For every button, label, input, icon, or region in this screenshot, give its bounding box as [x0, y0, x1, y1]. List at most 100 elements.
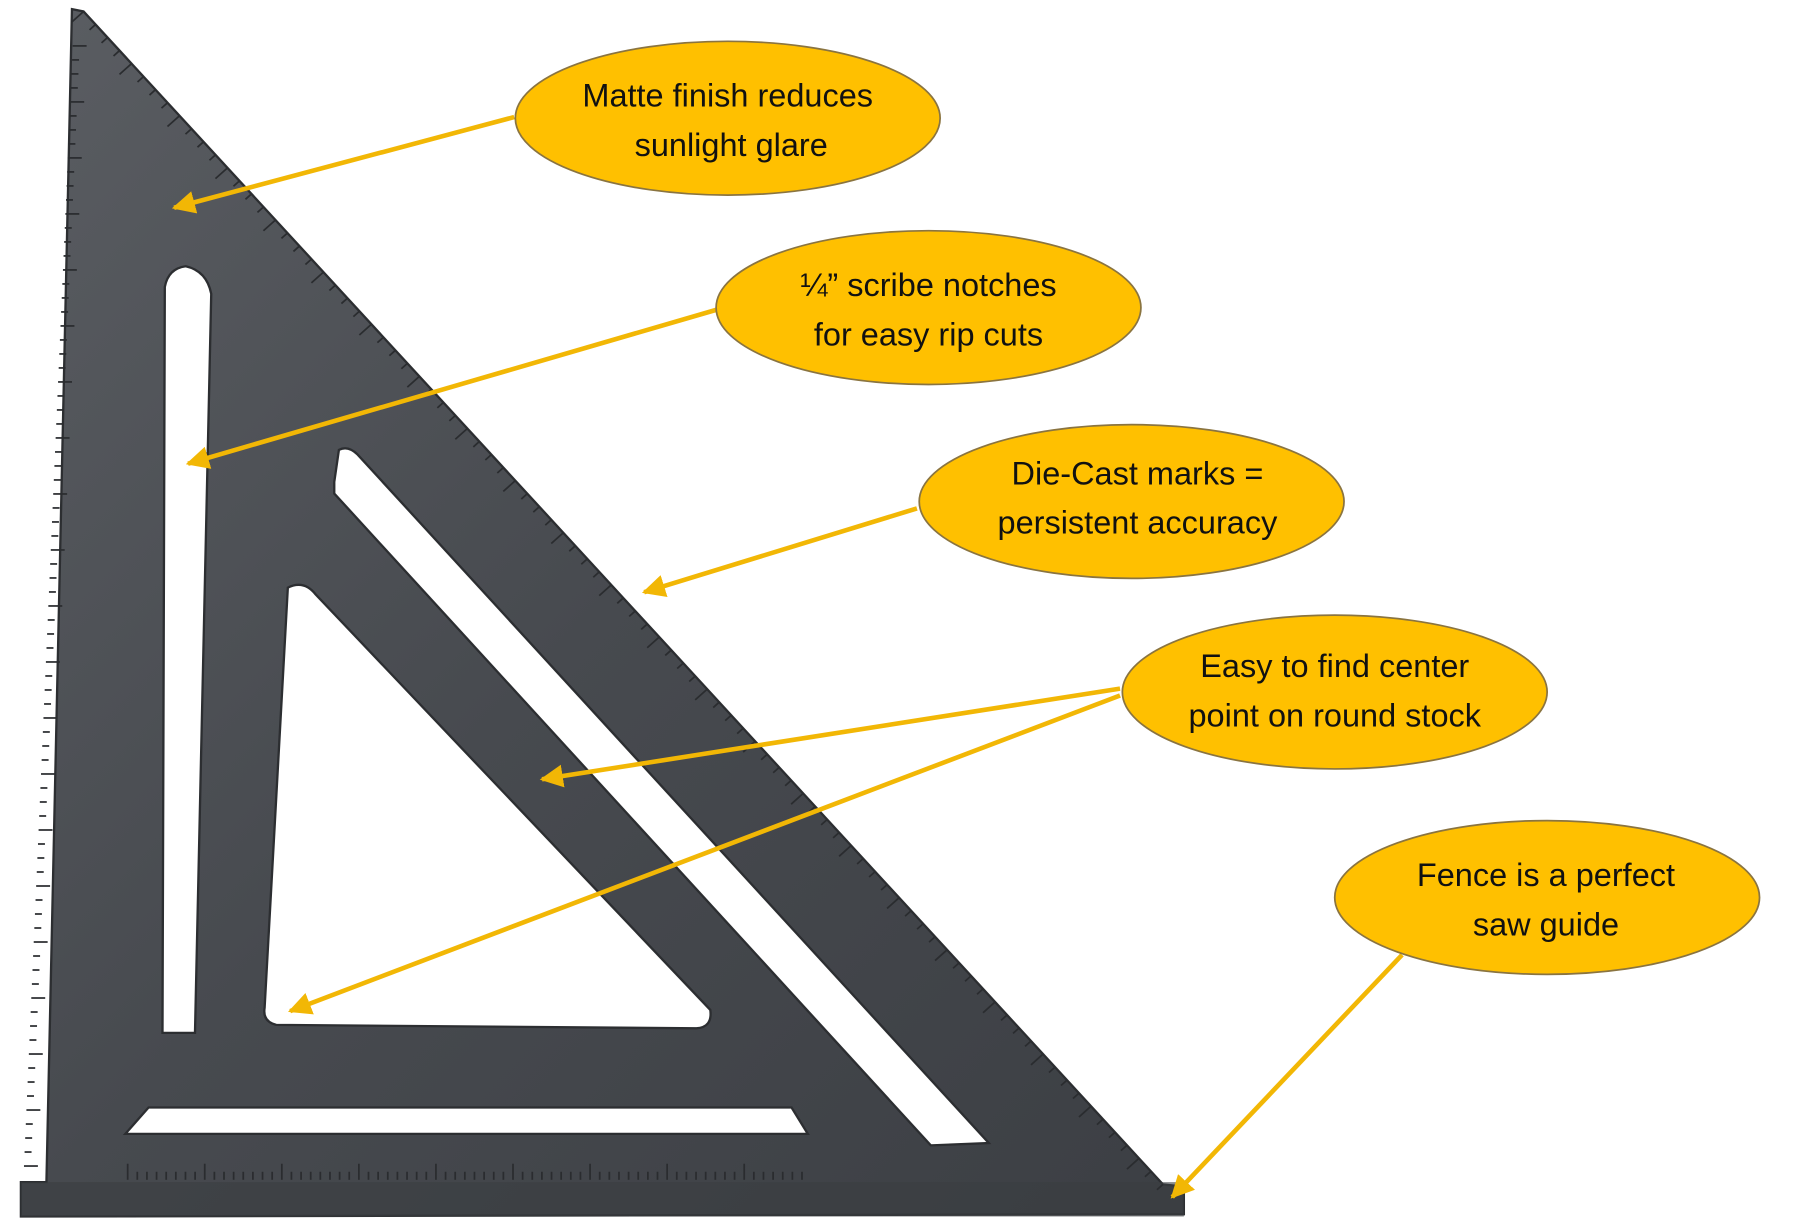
- ruler-tick: [292, 245, 301, 253]
- ruler-tick: [400, 362, 408, 370]
- ruler-tick: [376, 336, 384, 344]
- callout-text: saw guide: [1473, 907, 1619, 943]
- ruler-tick: [646, 636, 660, 649]
- ruler-tick: [964, 975, 972, 982]
- ruler-tick: [640, 623, 648, 631]
- arrow-scribe-notches: [185, 307, 717, 469]
- ruler-tick: [472, 440, 480, 448]
- ruler-tick: [934, 949, 948, 962]
- ruler-tick: [928, 936, 936, 943]
- ruler-tick: [208, 154, 217, 161]
- ruler-tick: [70, 10, 85, 23]
- ruler-tick: [112, 49, 121, 57]
- ruler-tick: [952, 962, 960, 969]
- square-body: [19, 7, 1186, 1218]
- ruler-tick: [1156, 1183, 1164, 1191]
- ruler-tick: [454, 427, 468, 440]
- callout-text: for easy rip cuts: [814, 317, 1043, 353]
- callout-scribe-notches: ¼” scribe notches for easy rip cuts: [715, 229, 1142, 386]
- ruler-tick: [160, 102, 169, 109]
- ruler-tick: [1144, 1170, 1152, 1178]
- fence-lip: [20, 1182, 1184, 1217]
- ruler-tick: [628, 610, 636, 617]
- ruler-tick: [262, 219, 277, 232]
- ruler-tick: [88, 23, 97, 31]
- ruler-tick: [148, 89, 157, 96]
- ruler-tick: [310, 271, 325, 284]
- ruler-tick: [1024, 1040, 1032, 1048]
- ruler-tick: [436, 401, 444, 409]
- ruler-tick: [484, 453, 492, 461]
- callout-arrows: [171, 114, 1404, 1199]
- ruler-tick: [244, 193, 253, 200]
- ruler-tick: [832, 831, 840, 839]
- ruler-tick: [520, 493, 528, 500]
- ruler-tick: [694, 688, 708, 701]
- callout-fence: Fence is a perfect saw guide: [1333, 819, 1761, 976]
- ruler-tick: [616, 597, 624, 604]
- ruler-tick: [880, 884, 888, 891]
- ruler-tick: [1012, 1027, 1020, 1035]
- ruler-tick: [568, 545, 576, 552]
- ruler-tick: [976, 988, 984, 995]
- callout-center-point: Easy to find center point on round stock: [1121, 614, 1549, 770]
- ruler-tick: [280, 232, 289, 240]
- ruler-tick: [184, 128, 193, 135]
- callout-text: Matte finish reduces: [582, 78, 873, 114]
- ruler-ticks: [23, 10, 1164, 1191]
- ruler-tick: [838, 844, 852, 857]
- ruler-tick: [664, 649, 672, 657]
- arrow-fence: [1170, 953, 1404, 1199]
- ruler-tick: [772, 766, 780, 774]
- ruler-tick: [118, 62, 133, 76]
- ruler-tick: [592, 571, 600, 578]
- callout-text: point on round stock: [1188, 698, 1481, 734]
- ruler-tick: [712, 701, 720, 709]
- ruler-tick: [1120, 1144, 1128, 1152]
- ruler-tick: [406, 375, 420, 388]
- ruler-tick: [1030, 1053, 1044, 1066]
- ruler-tick: [904, 910, 912, 917]
- ruler-tick: [1060, 1079, 1068, 1087]
- ruler-tick: [736, 727, 744, 735]
- ruler-tick: [1072, 1092, 1080, 1100]
- ruler-tick: [232, 180, 241, 187]
- ruler-tick: [214, 167, 229, 180]
- arrow-center-point-1: [539, 686, 1121, 788]
- ruler-tick: [1048, 1066, 1056, 1074]
- ruler-tick: [502, 480, 516, 493]
- callout-text: Fence is a perfect: [1417, 857, 1675, 893]
- callout-text: ¼” scribe notches: [800, 267, 1056, 303]
- ruler-tick: [868, 870, 876, 878]
- ruler-tick: [580, 558, 588, 565]
- ruler-tick: [820, 818, 828, 826]
- ruler-tick: [550, 532, 564, 545]
- ruler-tick: [304, 258, 313, 266]
- ruler-tick: [724, 714, 732, 722]
- ruler-tick: [1126, 1157, 1140, 1170]
- ruler-tick: [544, 519, 552, 526]
- ruler-tick: [496, 466, 504, 474]
- ruler-tick: [676, 662, 684, 670]
- ruler-tick: [760, 753, 768, 761]
- ruler-tick: [856, 857, 864, 865]
- ruler-tick: [352, 310, 360, 318]
- ruler-tick: [790, 792, 804, 805]
- ruler-tick: [166, 115, 181, 128]
- ruler-tick: [100, 36, 109, 44]
- callout-text: Easy to find center: [1200, 648, 1469, 684]
- ruler-tick: [688, 675, 696, 683]
- speed-square-photo: [19, 7, 1186, 1218]
- callout-text: Die-Cast marks =: [1012, 455, 1264, 491]
- ruler-tick: [196, 141, 205, 148]
- ruler-tick: [136, 76, 145, 83]
- ruler-tick: [1000, 1014, 1008, 1021]
- ruler-tick: [784, 779, 792, 787]
- callout-die-cast-marks: Die-Cast marks = persistent accuracy: [918, 423, 1345, 580]
- arrow-die-cast-marks: [641, 506, 918, 598]
- arrow-center-point-2: [287, 693, 1121, 1015]
- ruler-tick: [1096, 1118, 1104, 1126]
- ruler-tick: [1078, 1105, 1092, 1118]
- callout-text: persistent accuracy: [998, 505, 1279, 541]
